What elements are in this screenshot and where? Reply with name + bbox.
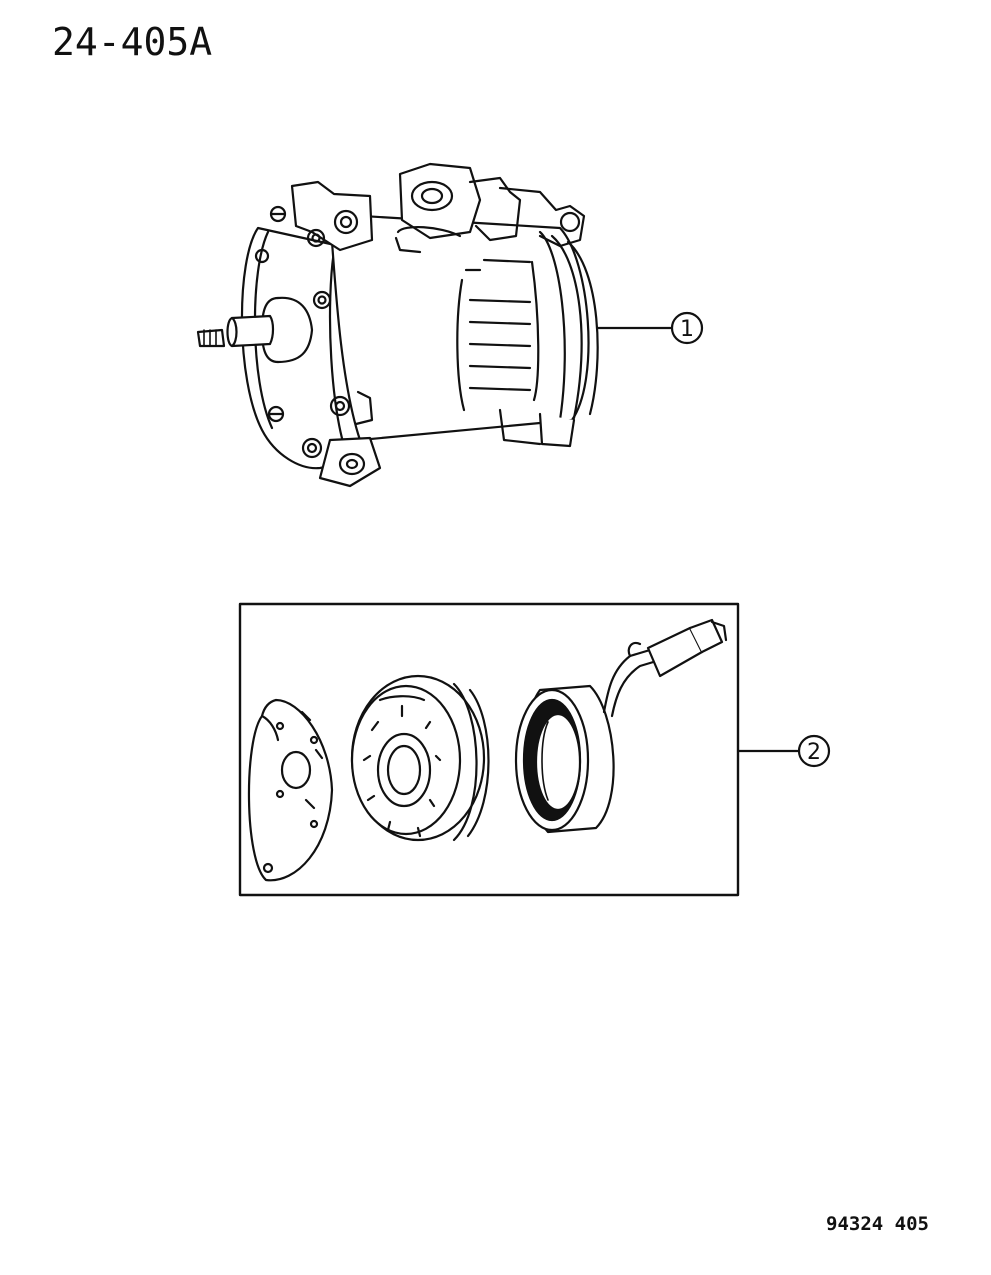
callout-1: [670, 311, 704, 345]
field-coil: [514, 618, 728, 834]
callout-2: [797, 734, 831, 768]
figure-number: 24-405A: [52, 20, 213, 64]
compressor-illustration: [196, 162, 599, 488]
end-plate-bolts: [254, 205, 351, 459]
clutch-pulley: [350, 674, 490, 842]
callout-1-number: 1: [680, 317, 694, 342]
drawing-code: 94324 405: [826, 1213, 929, 1235]
clutch-hub-plate: [247, 698, 334, 882]
callout-2-number: 2: [807, 740, 821, 765]
